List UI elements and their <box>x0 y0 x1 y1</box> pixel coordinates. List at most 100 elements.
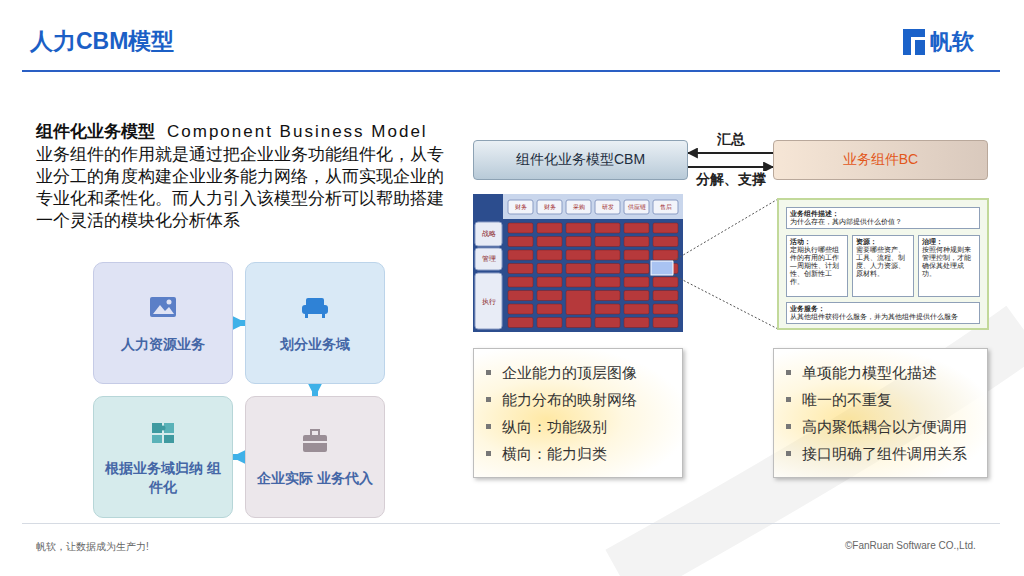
bullet-text: 纵向：功能级别 <box>502 413 672 440</box>
logo-icon <box>903 29 925 55</box>
logo-text: 帆软 <box>930 27 974 57</box>
capability-cell <box>537 277 562 287</box>
node-label: 为什么存在，其内部提供什么价值？ <box>790 218 976 226</box>
process-box: 根据业务域归纳 组件化 <box>93 396 233 518</box>
bullet-text: 单项能力模型化描述 <box>802 359 977 386</box>
model-box: 业务组件BC <box>773 140 988 180</box>
bullet-text: 唯一的不重复 <box>802 386 977 413</box>
capability-cell <box>624 291 649 301</box>
bullet-mark <box>786 424 791 429</box>
component-box: 业务组件描述：为什么存在，其内部提供什么价值？ <box>786 207 980 229</box>
component-box: 资源：需要哪些资产、工具、流程、制度、人力资源、原材料。 <box>852 235 914 297</box>
node-label: 从其他组件获得什么服务，并为其他组件提供什么服务 <box>790 313 976 321</box>
domain-tab <box>653 200 678 214</box>
capability-cell <box>508 237 533 247</box>
capability-cell <box>595 264 620 274</box>
model-box: 组件化业务模型CBM <box>473 140 688 180</box>
component-box: 业务服务：从其他组件获得什么服务，并为其他组件提供什么服务 <box>786 302 980 324</box>
bullet-box: 单项能力模型化描述唯一的不重复高内聚低耦合以方便调用接口明确了组件调用关系 <box>773 348 988 478</box>
bullet-mark <box>786 370 791 375</box>
domain-tab <box>566 200 591 214</box>
footer-text: 帆软，让数据成为生产力! <box>36 540 149 554</box>
capability-cell <box>653 223 678 233</box>
process-box: 划分业务域 <box>245 262 385 384</box>
capability-cell <box>566 223 591 233</box>
header-rule <box>22 70 1000 72</box>
capability-cell <box>508 318 533 328</box>
capability-cell <box>537 291 562 301</box>
edge-label: 分解、支撑 <box>694 171 768 189</box>
capability-cell <box>653 304 678 314</box>
grid-label: 财务 <box>508 203 533 212</box>
capability-cell <box>566 237 591 247</box>
capability-cell <box>566 291 591 315</box>
capability-cell <box>624 277 649 287</box>
capability-cell <box>508 291 533 301</box>
box-icon <box>148 417 178 445</box>
grid-label: 执行 <box>475 297 502 307</box>
domain-tab <box>508 200 533 214</box>
node-label: 需要哪些资产、工具、流程、制度、人力资源、原材料。 <box>856 246 910 278</box>
capability-cell <box>653 250 678 260</box>
node-label: 资源： <box>856 238 910 246</box>
box-icon <box>148 293 178 321</box>
capability-cell <box>624 223 649 233</box>
grid-label: 财务 <box>537 203 562 212</box>
bullet-mark <box>786 451 791 456</box>
domain-tab <box>624 200 649 214</box>
capability-cell <box>566 250 591 260</box>
domain-tab <box>595 200 620 214</box>
node-label: 业务组件BC <box>843 151 918 169</box>
capability-cell <box>508 304 533 314</box>
level-tab <box>475 248 502 270</box>
process-box: 企业实际 业务代入 <box>245 396 385 518</box>
grid-label: 研发 <box>595 203 620 212</box>
grid-label: 售后 <box>653 203 678 212</box>
capability-cell <box>595 277 620 287</box>
grid-label: 管理 <box>475 254 502 264</box>
cbm-grid <box>473 194 683 332</box>
bullet-mark <box>486 370 491 375</box>
capability-cell <box>566 318 591 328</box>
bullet-mark <box>486 451 491 456</box>
edge-label: 汇总 <box>715 131 747 149</box>
capability-cell <box>624 318 649 328</box>
node-label: 业务服务： <box>790 305 976 313</box>
zoom-panel <box>778 199 988 329</box>
node-label: 治理： <box>922 238 976 246</box>
box-icon <box>300 427 330 455</box>
capability-cell <box>537 318 562 328</box>
highlight-cell <box>651 261 673 275</box>
intro-body: 业务组件的作用就是通过把企业业务功能组件化，从专业分工的角度构建企业业务能力网络… <box>36 143 448 231</box>
component-box: 治理：按照何种规则来管理控制，才能确保其处理成功。 <box>918 235 980 297</box>
level-tab <box>475 222 502 246</box>
capability-cell <box>595 250 620 260</box>
capability-cell <box>653 291 678 301</box>
box-icon <box>300 293 330 321</box>
bullet-mark <box>786 397 791 402</box>
bullet-text: 高内聚低耦合以方便调用 <box>802 413 977 440</box>
node-label: 定期执行哪些组件的有用的工作—周期性、计划性、创新性工作。 <box>790 246 844 286</box>
page-title: 人力CBM模型 <box>30 26 174 57</box>
capability-cell <box>595 304 620 314</box>
flow-arrow <box>233 320 245 326</box>
domain-tab <box>537 200 562 214</box>
node-label: 划分业务域 <box>280 335 350 354</box>
capability-cell <box>595 318 620 328</box>
capability-cell <box>624 237 649 247</box>
grid-label: 供应链 <box>624 203 649 212</box>
flow-arrow <box>688 166 773 168</box>
capability-cell <box>595 237 620 247</box>
capability-cell <box>624 304 649 314</box>
node-label: 根据业务域归纳 组件化 <box>102 459 224 497</box>
capability-cell <box>537 304 562 314</box>
capability-cell <box>537 223 562 233</box>
node-label: 人力资源业务 <box>121 335 205 354</box>
capability-cell <box>537 264 562 274</box>
capability-cell <box>566 277 591 287</box>
intro-heading: 组件化业务模型 <box>36 122 155 141</box>
bullet-text: 横向：能力归类 <box>502 440 672 467</box>
bullet-text: 能力分布的映射网络 <box>502 386 672 413</box>
flow-arrow <box>312 384 318 396</box>
bullet-text: 接口明确了组件调用关系 <box>802 440 977 467</box>
